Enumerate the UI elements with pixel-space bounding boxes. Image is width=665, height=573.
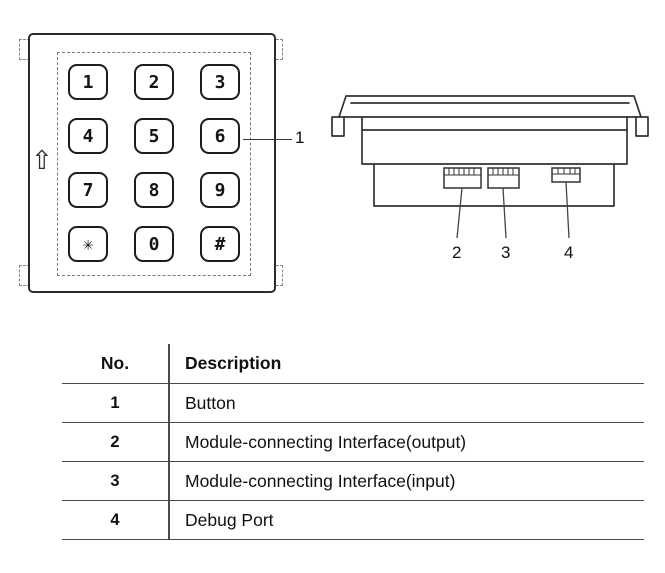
row-description: Module-connecting Interface(input) — [185, 470, 456, 491]
keypad-inner-outline — [57, 52, 251, 276]
col-header-no: No. — [100, 353, 130, 373]
keypad-key-0: 0 — [134, 226, 174, 262]
callout-1-label: 1 — [295, 128, 305, 147]
row-description: Module-connecting Interface(output) — [185, 431, 467, 452]
up-arrow-icon: ⇧ — [31, 145, 53, 175]
rear-housing — [373, 163, 615, 207]
keypad-key-hash: # — [200, 226, 240, 262]
keypad-key-star: ✳ — [68, 226, 108, 262]
keypad-key-1: 1 — [68, 64, 108, 100]
row-no: 3 — [110, 471, 120, 490]
row-description: Button — [185, 392, 236, 413]
left-mounting-hook — [331, 116, 345, 137]
side-top-plate — [338, 95, 642, 118]
callout-4-leader-line — [565, 181, 570, 239]
keypad-key-5: 5 — [134, 118, 174, 154]
table-header-row: No. Description — [62, 344, 644, 384]
keypad-key-8: 8 — [134, 172, 174, 208]
callout-2-leader-line — [456, 187, 463, 239]
keypad-grid: 1 2 3 4 5 6 7 8 9 ✳ 0 # — [68, 64, 240, 262]
callout-2-label: 2 — [452, 243, 461, 262]
callout-3-leader-line — [502, 187, 507, 239]
debug-port — [551, 167, 581, 183]
row-description: Debug Port — [185, 509, 274, 530]
output-connector — [443, 167, 482, 189]
keypad-key-6: 6 — [200, 118, 240, 154]
callout-4-label: 4 — [564, 243, 573, 262]
keypad-key-3: 3 — [200, 64, 240, 100]
row-no: 2 — [110, 432, 120, 451]
table-row-2: 2 Module-connecting Interface(output) — [62, 423, 644, 462]
right-mounting-hook — [635, 116, 649, 137]
keypad-front-view: ⇧ 1 2 3 4 5 6 7 8 9 ✳ 0 # — [28, 33, 276, 293]
callout-3-label: 3 — [501, 243, 510, 262]
keypad-key-2: 2 — [134, 64, 174, 100]
module-side-view: 2 3 4 — [331, 95, 649, 262]
row-no: 1 — [110, 393, 120, 412]
table-row-1: 1 Button — [62, 384, 644, 423]
table-row-3: 3 Module-connecting Interface(input) — [62, 462, 644, 501]
keypad-key-9: 9 — [200, 172, 240, 208]
keypad-key-7: 7 — [68, 172, 108, 208]
col-header-description: Description — [185, 353, 282, 373]
row-no: 4 — [110, 510, 120, 529]
spec-table: No. Description 1 Button 2 Module-connec… — [62, 344, 644, 540]
table-column-divider — [168, 344, 170, 540]
callout-1-leader-line — [243, 139, 292, 140]
side-casing — [361, 116, 628, 165]
keypad-key-4: 4 — [68, 118, 108, 154]
table-row-4: 4 Debug Port — [62, 501, 644, 540]
